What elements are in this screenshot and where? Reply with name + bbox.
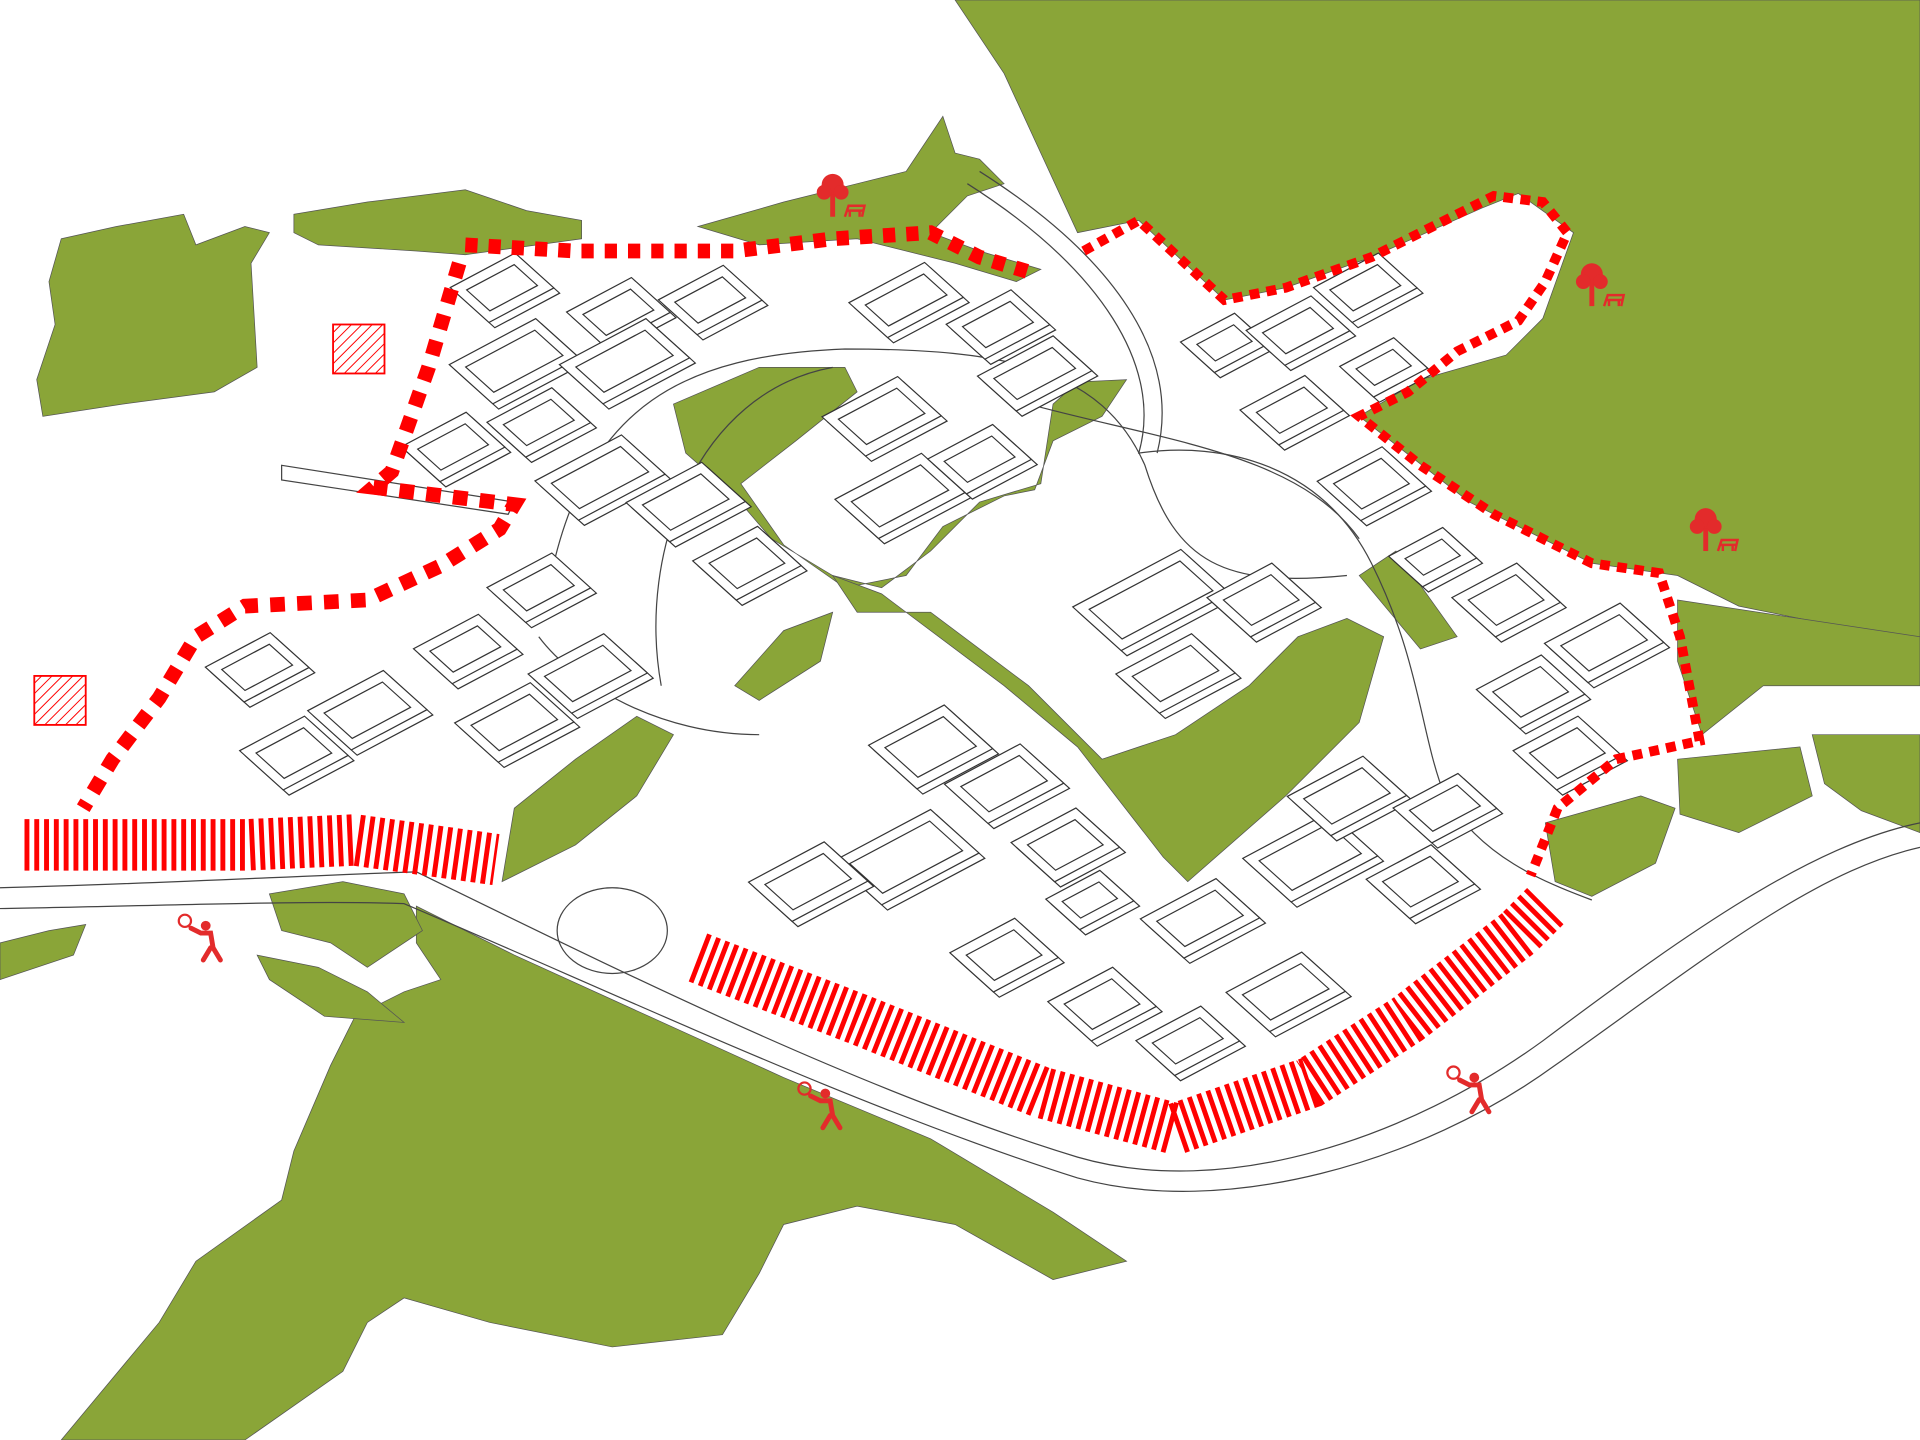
building-block: [1114, 633, 1242, 720]
hatched-square-icon: [33, 675, 87, 726]
green-road-west-2: [256, 954, 406, 1023]
building-block: [945, 289, 1057, 366]
building-block: [1044, 869, 1141, 936]
forest-northeast: [954, 0, 1920, 644]
building-block: [747, 841, 875, 928]
dashed-red-boundary: [464, 225, 1031, 279]
building-block: [306, 669, 434, 756]
striped-red-band: [688, 887, 1564, 1156]
icons: [33, 172, 1739, 1128]
building-block: [1475, 654, 1592, 735]
tennis-player-icon: [179, 915, 221, 960]
building-block: [448, 317, 587, 410]
building-block: [1245, 295, 1357, 372]
island-west: [36, 213, 270, 417]
building-block: [926, 423, 1039, 500]
building-block: [1139, 877, 1267, 965]
building-block: [1450, 562, 1568, 643]
building-block: [976, 335, 1099, 417]
green-east-1: [1677, 599, 1920, 736]
green-west-wedge: [501, 715, 674, 883]
building-block: [1365, 844, 1482, 925]
building-block: [1543, 602, 1671, 689]
building-block: [485, 552, 598, 629]
building-block: [625, 461, 753, 548]
building-block: [1316, 446, 1433, 527]
central-park-ring: [673, 366, 1128, 589]
green-southwest: [0, 924, 87, 980]
building-block: [867, 704, 1000, 795]
building-block: [1046, 966, 1164, 1047]
building-block: [400, 411, 512, 488]
building-block: [1392, 772, 1504, 849]
buildings: [204, 252, 1671, 1082]
building-block: [832, 808, 986, 911]
building-block: [1134, 1005, 1247, 1082]
building-block: [449, 252, 561, 329]
green-east-3: [1544, 795, 1676, 897]
building-block: [453, 681, 581, 769]
strip-north: [293, 189, 582, 256]
green-east-5: [1358, 550, 1458, 650]
building-block: [948, 917, 1066, 998]
green-east-4: [1677, 746, 1813, 834]
building-block: [558, 317, 697, 410]
building-block: [1338, 336, 1435, 403]
planning-boundaries: [24, 190, 1706, 1156]
striped-red-band: [24, 814, 500, 886]
green-road-west: [268, 881, 423, 968]
building-block: [238, 715, 355, 796]
green-center-west: [734, 611, 834, 701]
building-block: [1010, 807, 1127, 888]
building-block: [847, 261, 971, 344]
building-block: [1387, 526, 1484, 593]
building-block: [691, 525, 808, 607]
building-block: [1312, 252, 1424, 329]
building-block: [1205, 562, 1323, 643]
forest-south: [60, 905, 1128, 1440]
building-block: [657, 264, 769, 341]
central-park-band: [831, 574, 1385, 883]
building-block: [820, 375, 949, 463]
green-east-2: [1811, 734, 1920, 834]
building-block: [1286, 755, 1414, 842]
dashed-red-boundary: [76, 261, 527, 812]
building-block: [1239, 374, 1351, 451]
building-block: [1512, 715, 1629, 796]
building-block: [1071, 548, 1237, 657]
building-block: [565, 276, 678, 353]
building-block: [485, 387, 598, 464]
building-block: [943, 743, 1071, 830]
dashed-red-boundary: [1081, 190, 1706, 878]
building-block: [527, 633, 655, 720]
building-block: [204, 631, 316, 708]
building-block: [533, 434, 672, 527]
strip-north-2: [696, 115, 1042, 283]
roads: [0, 170, 1920, 1192]
hatched-square-icon: [332, 323, 386, 375]
building-block: [1225, 951, 1353, 1038]
building-block: [412, 613, 524, 690]
